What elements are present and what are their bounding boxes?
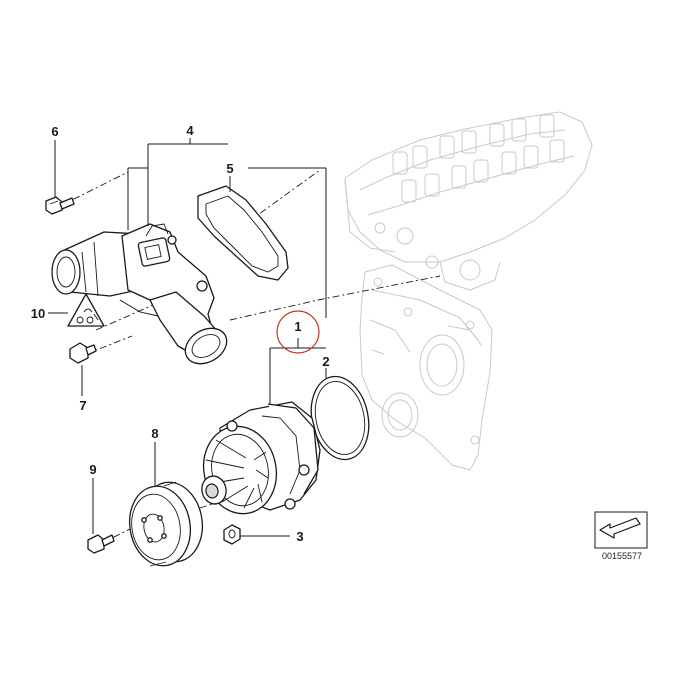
water-pump: [201, 401, 321, 515]
highlight-circle: [276, 310, 320, 354]
reference-box: 00155577: [594, 511, 648, 561]
thermostat-housing: [51, 223, 228, 365]
warning-label: [67, 293, 105, 327]
bolt-6: [45, 196, 75, 215]
document-number: 00155577: [602, 551, 642, 561]
arrow-icon: [599, 517, 641, 539]
callout-9: 9: [89, 462, 96, 477]
callout-6: 6: [51, 124, 58, 139]
engine-block-ghost: [344, 111, 593, 471]
bolt-9: [87, 534, 115, 554]
leader-lines: [48, 138, 327, 537]
callout-4: 4: [186, 123, 194, 138]
callout-10: 10: [31, 306, 45, 321]
housing-gasket: [197, 185, 289, 281]
nut-3: [223, 524, 241, 545]
callout-8: 8: [151, 426, 158, 441]
callout-1: 1: [294, 319, 301, 334]
callout-2: 2: [322, 354, 329, 369]
callout-labels: 6 4 5 10 1 2 7 8 9 3: [31, 123, 330, 544]
callout-5: 5: [226, 161, 233, 176]
callout-3: 3: [296, 529, 303, 544]
pulley: [129, 481, 203, 567]
callout-7: 7: [79, 398, 86, 413]
bolt-7: [69, 342, 97, 364]
